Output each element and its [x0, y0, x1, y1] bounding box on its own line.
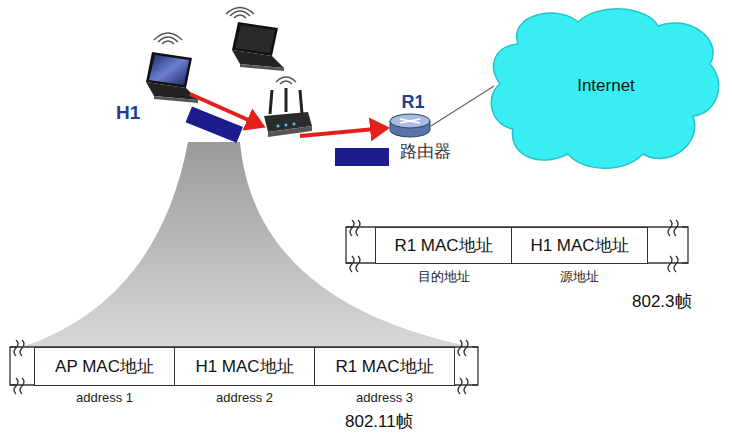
field-text: AP MAC地址 [55, 355, 154, 378]
frame-field: H1 MAC地址源地址 [511, 227, 648, 286]
frame-packet [186, 106, 243, 142]
frame-field: AP MAC地址 address 1 [34, 347, 175, 405]
frame-type-label: 802.3帧 [632, 290, 692, 313]
field-text: R1 MAC地址 [335, 355, 433, 378]
laptop-h1 [146, 33, 198, 103]
cloud-text: Internet [488, 76, 724, 96]
field-box: AP MAC地址 [34, 347, 175, 386]
field-caption: address 3 [314, 390, 455, 405]
field-box: H1 MAC地址 [174, 347, 315, 386]
field-text: H1 MAC地址 [195, 355, 293, 378]
frame-outline [346, 220, 688, 272]
field-text: R1 MAC地址 [394, 234, 492, 257]
field-box: H1 MAC地址 [511, 227, 648, 264]
field-caption: 目的地址 [375, 268, 512, 286]
field-caption: address 1 [34, 390, 175, 405]
frame-packet [335, 148, 389, 166]
field-box: R1 MAC地址 [375, 227, 512, 264]
access-point [264, 77, 312, 137]
field-text: H1 MAC地址 [530, 234, 628, 257]
laptop [226, 8, 284, 72]
router-symbol [388, 113, 432, 139]
router-node: R1路由器 [384, 92, 454, 163]
frame-path-arrow [300, 128, 386, 136]
field-caption: 源地址 [511, 268, 648, 286]
internet-cloud: Internet [488, 4, 724, 172]
frame-field: R1 MAC地址目的地址 [375, 227, 512, 286]
frame-field: R1 MAC地址 address 3 [314, 347, 455, 405]
field-box: R1 MAC地址 [314, 347, 455, 386]
field-caption: address 2 [174, 390, 315, 405]
host-label: H1 [116, 102, 140, 124]
frame-field: H1 MAC地址 address 2 [174, 347, 315, 405]
frame-outline [10, 340, 478, 394]
network-link [431, 86, 494, 126]
router-name: R1 [372, 92, 454, 113]
router-caption: 路由器 [396, 140, 454, 163]
frame-type-label: 802.11帧 [345, 410, 413, 433]
